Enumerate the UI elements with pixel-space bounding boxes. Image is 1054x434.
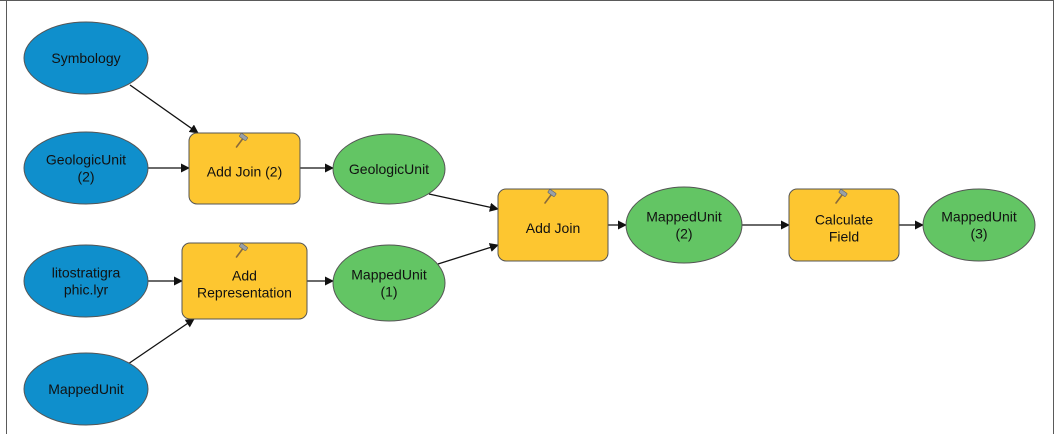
mappedunit-1-label-line-2: (1)	[380, 284, 397, 300]
node-mappedunit-2-output[interactable]: MappedUnit(2)	[625, 186, 743, 264]
nodes-layer: SymbologyGeologicUnit(2)litostratigraphi…	[23, 21, 1036, 426]
edge-symbology-to-add-join-2[interactable]	[129, 84, 199, 134]
node-mappedunit-1-output[interactable]: MappedUnit(1)	[332, 244, 446, 322]
mappedunit-2-label-line-2: (2)	[675, 226, 692, 242]
litostratigraphic-shape	[23, 244, 149, 318]
hammer-icon	[835, 189, 848, 204]
add-join-label-line-1: Add Join	[526, 220, 580, 236]
node-geologicunit-2-input[interactable]: GeologicUnit(2)	[23, 131, 149, 205]
add-representation-shape	[181, 242, 308, 320]
calculate-field-shape	[788, 188, 900, 262]
node-mappedunit-in-input[interactable]: MappedUnit	[23, 352, 149, 426]
mappedunit-in-label-line-1: MappedUnit	[48, 381, 124, 397]
add-join-2-shape	[188, 132, 301, 205]
symbology-shape	[23, 21, 149, 95]
mappedunit-in-shape	[23, 352, 149, 426]
mappedunit-2-label-line-1: MappedUnit	[646, 209, 722, 225]
calculate-field-label-line-2: Field	[829, 229, 859, 245]
hammer-icon	[235, 133, 248, 148]
node-symbology-input[interactable]: Symbology	[23, 21, 149, 95]
add-join-shape	[497, 188, 609, 262]
edges-layer	[127, 84, 924, 365]
canvas-left-border	[6, 0, 7, 434]
node-add-join-2-tool[interactable]: Add Join (2)	[188, 132, 301, 205]
geologicunit-label-line-1: GeologicUnit	[349, 161, 429, 177]
geologicunit-shape	[332, 133, 446, 205]
add-representation-label-line-2: Representation	[197, 285, 292, 301]
mappedunit-1-shape	[332, 244, 446, 322]
calculate-field-label-line-1: Calculate	[815, 212, 874, 228]
mappedunit-3-label-line-1: MappedUnit	[941, 209, 1017, 225]
hammer-icon	[544, 189, 557, 204]
edge-mappedunit-1-to-add-join[interactable]	[437, 243, 499, 265]
litostratigraphic-label-line-1: litostratigra	[52, 265, 121, 281]
geologicunit-2-label-line-2: (2)	[77, 169, 94, 185]
edge-mappedunit-in-to-add-representation[interactable]	[127, 318, 195, 365]
symbology-label-line-1: Symbology	[51, 50, 120, 66]
mappedunit-1-label-line-1: MappedUnit	[351, 267, 427, 283]
geologicunit-2-shape	[23, 131, 149, 205]
mappedunit-3-label-line-2: (3)	[970, 226, 987, 242]
node-add-join-tool[interactable]: Add Join	[497, 188, 609, 262]
litostratigraphic-label-line-2: phic.lyr	[64, 282, 109, 298]
edge-geologicunit-to-add-join[interactable]	[428, 193, 499, 212]
mappedunit-2-shape	[625, 186, 743, 264]
node-geologicunit-output[interactable]: GeologicUnit	[332, 133, 446, 205]
add-representation-label-line-1: Add	[232, 268, 257, 284]
canvas-top-border	[0, 0, 1054, 1]
hammer-icon	[235, 243, 248, 258]
node-mappedunit-3-output[interactable]: MappedUnit(3)	[922, 188, 1036, 262]
add-join-2-label-line-1: Add Join (2)	[207, 164, 282, 180]
mappedunit-3-shape	[922, 188, 1036, 262]
geologicunit-2-label-line-1: GeologicUnit	[46, 152, 126, 168]
